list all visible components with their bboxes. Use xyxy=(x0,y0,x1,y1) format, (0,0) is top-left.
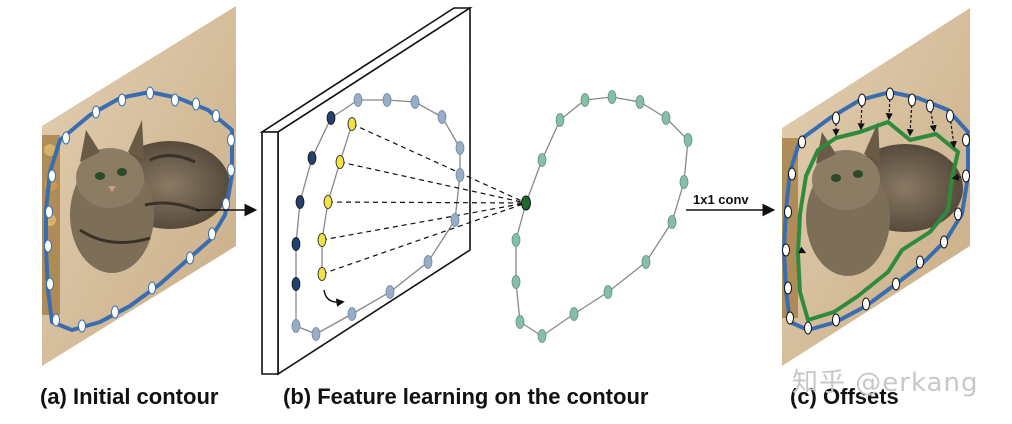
panel-c xyxy=(782,8,970,366)
initial-contour xyxy=(44,90,234,332)
dashed-connections xyxy=(321,123,527,275)
caption-c: (c) Offsets xyxy=(790,384,899,409)
offset-vertices xyxy=(782,87,970,335)
faded-vertices xyxy=(291,93,465,341)
feature-contour xyxy=(291,93,527,341)
offset-contour xyxy=(796,120,960,322)
panel-a xyxy=(42,6,236,366)
dark-vertices xyxy=(291,111,336,291)
yellow-vertices xyxy=(317,117,357,281)
teal-vertices xyxy=(511,90,693,343)
watermark: 知乎 @erkang xyxy=(792,368,979,398)
aggregated-contour xyxy=(511,90,693,343)
caption-b: (b) Feature learning on the contour xyxy=(283,384,649,409)
center-vertex xyxy=(521,195,531,211)
curved-arrow xyxy=(323,289,345,307)
arrow-label: 1x1 conv xyxy=(693,192,749,207)
caption-a: (a) Initial contour xyxy=(40,384,219,409)
initial-contour-vertices xyxy=(44,86,235,333)
feature-map-plane xyxy=(259,6,473,376)
